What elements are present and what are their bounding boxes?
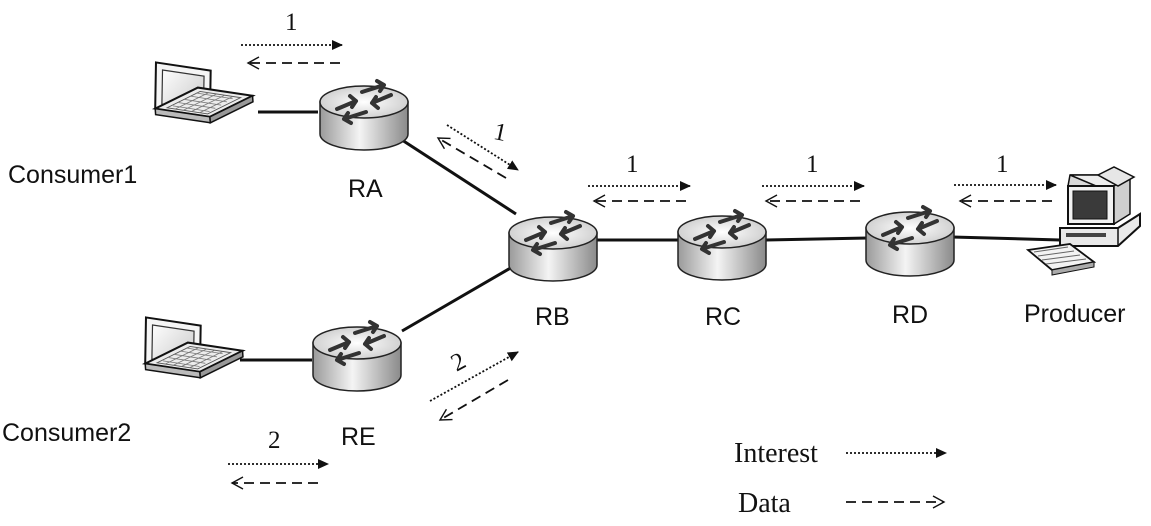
router-icon	[311, 320, 403, 393]
router-ra	[318, 79, 410, 152]
flow-label-ra-rb: 1	[491, 118, 509, 147]
network-links	[240, 110, 1061, 362]
legend: Interest Data	[734, 438, 818, 519]
node-label-consumer2: Consumer2	[2, 419, 131, 447]
node-label-ra: RA	[348, 175, 383, 203]
laptop-icon	[140, 309, 246, 383]
flow-label-re-rb: 2	[447, 347, 471, 377]
router-icon	[676, 209, 768, 282]
laptop-icon	[150, 54, 256, 128]
flow-arrows	[228, 40, 1057, 509]
router-re	[311, 320, 403, 393]
producer-desktop	[1025, 166, 1141, 276]
router-icon	[864, 205, 956, 278]
node-label-consumer1: Consumer1	[8, 161, 137, 189]
router-rd	[864, 205, 956, 278]
router-rc	[676, 209, 768, 282]
flow-label-c1-ra: 1	[285, 9, 298, 36]
node-label-rd: RD	[892, 301, 928, 329]
node-label-producer: Producer	[1024, 300, 1125, 328]
flow-label-rb-rc: 1	[626, 151, 639, 178]
link-rd-producer	[951, 235, 1061, 242]
node-label-rc: RC	[705, 303, 741, 331]
link-rc-rd	[765, 236, 869, 242]
legend-data-label: Data	[738, 488, 791, 519]
router-icon	[507, 210, 599, 283]
flow-label-rc-rd: 1	[806, 151, 819, 178]
data-arrow-ra-rb	[436, 137, 507, 179]
link-ra-rb	[401, 138, 517, 216]
flow-label-rd-producer: 1	[996, 151, 1009, 178]
node-label-re: RE	[341, 423, 376, 451]
interest-arrow-ra-rb	[446, 124, 519, 171]
legend-interest-label: Interest	[734, 438, 818, 469]
flow-label-c2-re: 2	[268, 427, 281, 454]
consumer1-laptop	[150, 54, 256, 128]
router-icon	[318, 79, 410, 152]
data-arrow-re-rb	[438, 379, 509, 421]
node-label-rb: RB	[535, 303, 570, 331]
router-rb	[507, 210, 599, 283]
interest-arrow-re-rb	[429, 351, 519, 402]
consumer2-laptop	[140, 309, 246, 383]
link-re-rb	[401, 264, 515, 333]
desktop-computer-icon	[1025, 166, 1141, 276]
